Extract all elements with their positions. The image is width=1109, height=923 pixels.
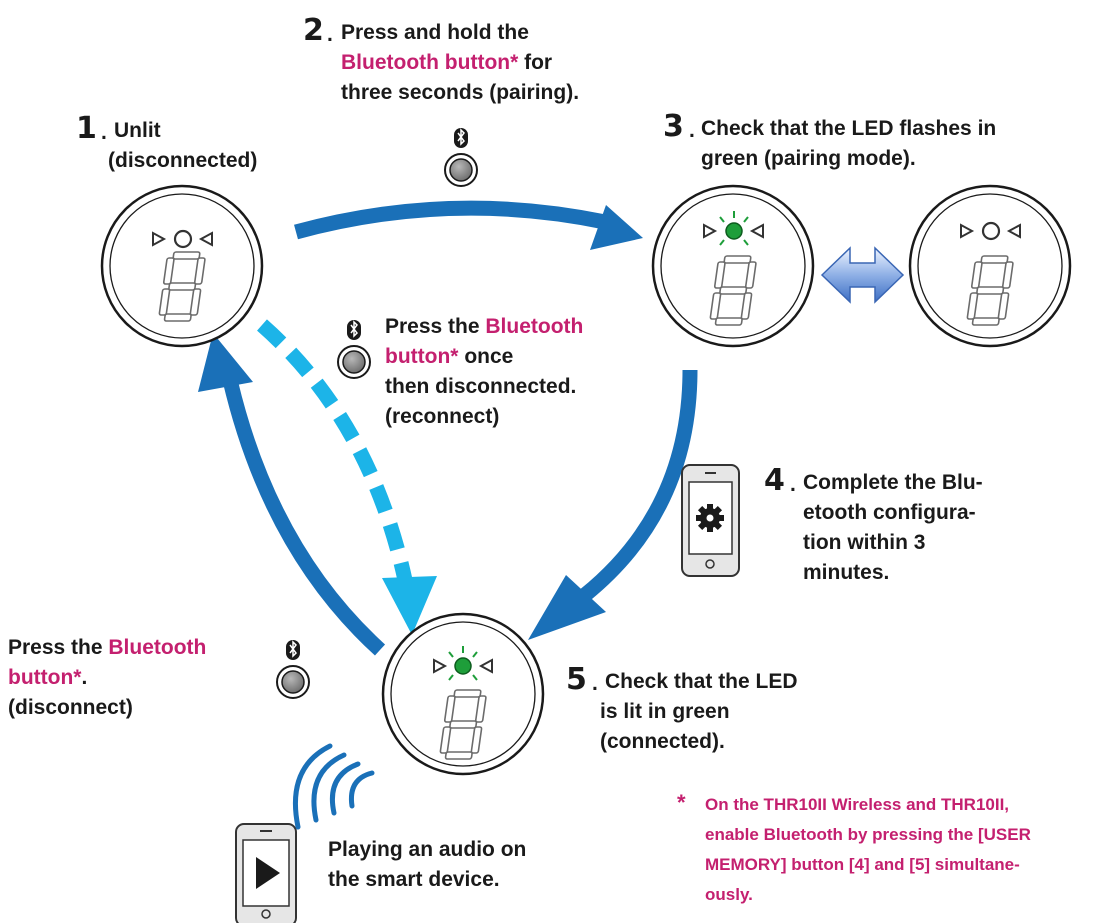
footnote-line3: MEMORY] button [4] and [5] simultane- [705, 855, 1020, 874]
arrow-disconnect [222, 378, 386, 656]
play-icon [256, 857, 280, 889]
arrow-pairing-head [590, 205, 643, 250]
step-2-dot: . [327, 23, 333, 46]
footnote-line4: ously. [705, 885, 753, 904]
unit-state-connected [381, 612, 545, 776]
disconnect-line3: (disconnect) [8, 696, 133, 719]
step-5-line3: (connected). [600, 730, 725, 753]
step-5-line1: Check that the LED [605, 670, 798, 693]
unit-state-pairing-off [908, 184, 1072, 348]
step-3-number: 3 [663, 109, 684, 144]
step-2-number: 2 [303, 13, 324, 48]
reconnect-line4: (reconnect) [385, 405, 500, 428]
step-1-number: 1 [76, 111, 97, 146]
step-4-line1: Complete the Blu- [803, 471, 983, 494]
gear-icon [696, 504, 724, 532]
arrow-disconnect-head [198, 333, 253, 392]
unit-state-unlit [100, 184, 264, 348]
footnote-line2: enable Bluetooth by pressing the [USER [705, 825, 1031, 844]
phone-settings [681, 464, 740, 577]
double-arrow [820, 246, 905, 304]
step-3-dot: . [689, 119, 695, 142]
step-1-line2: (disconnected) [108, 149, 258, 172]
step-1-line1: Unlit [114, 119, 161, 142]
step-2-line1: Press and hold the [341, 21, 529, 44]
disconnect-line1: Press the Bluetooth [8, 636, 207, 659]
arrow-configure-head [528, 575, 606, 640]
step-2-line3: three seconds (pairing). [341, 81, 580, 104]
reconnect-line3: then disconnected. [385, 375, 577, 398]
footnote-line1: On the THR10II Wireless and THR10II, [705, 795, 1010, 814]
step-5-dot: . [592, 672, 598, 695]
disconnect-line2: button*. [8, 666, 88, 689]
step-4-dot: . [790, 473, 796, 496]
arrow-reconnect-head [382, 576, 437, 635]
arrow-pairing [294, 200, 607, 240]
reconnect-line2: button* once [385, 345, 514, 368]
unit-state-pairing [651, 184, 815, 348]
arrow-reconnect [257, 319, 413, 582]
footnote-mark: * [677, 790, 686, 815]
step-4-line2: etooth configura- [803, 501, 976, 524]
bluetooth-icon [276, 639, 310, 699]
step-4-line3: tion within 3 [803, 531, 926, 554]
bluetooth-icon [337, 319, 371, 379]
step-4-number: 4 [764, 463, 785, 498]
step-2-line2: Bluetooth button* for [341, 51, 553, 74]
step-5-line2: is lit in green [600, 700, 730, 723]
step-3-line2: green (pairing mode). [701, 147, 916, 170]
step-4-line4: minutes. [803, 561, 890, 584]
step-5-number: 5 [566, 662, 587, 697]
step-3-line1: Check that the LED flashes in [701, 117, 997, 140]
playing-line1: Playing an audio on [328, 838, 527, 861]
reconnect-line1: Press the Bluetooth [385, 315, 584, 338]
step-1-dot: . [101, 121, 107, 144]
phone-playing [235, 823, 297, 923]
bluetooth-button-link: Bluetooth button* [341, 51, 519, 74]
wireless-waves-icon [292, 743, 375, 830]
playing-line2: the smart device. [328, 868, 500, 891]
bluetooth-icon [444, 127, 478, 187]
arrow-configure [580, 369, 698, 601]
